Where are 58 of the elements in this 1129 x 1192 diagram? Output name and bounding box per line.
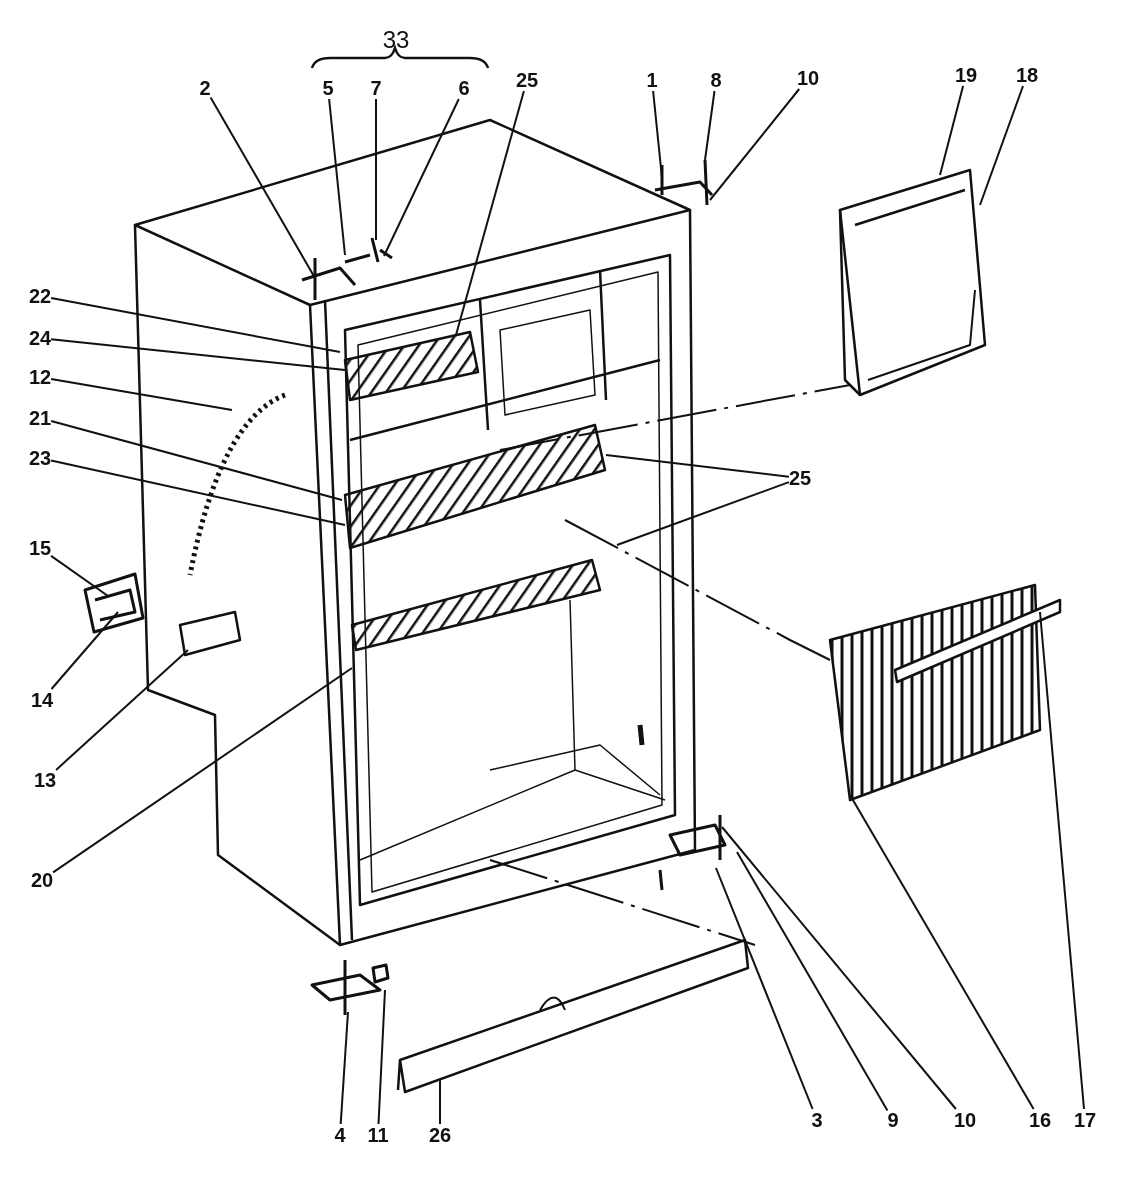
callout-number: 10 bbox=[796, 67, 820, 89]
callout-number: 11 bbox=[367, 1124, 389, 1146]
callout-number: 14 bbox=[30, 689, 54, 711]
leader-line bbox=[704, 90, 716, 161]
callout-number: 13 bbox=[33, 769, 57, 791]
leader-line bbox=[50, 420, 343, 501]
leader-line bbox=[652, 90, 663, 179]
leader-line bbox=[50, 611, 119, 690]
callout-number: 20 bbox=[30, 869, 54, 891]
leader-line bbox=[736, 851, 889, 1112]
callout-number: 33 bbox=[382, 29, 410, 51]
leader-line bbox=[50, 297, 341, 353]
leader-line bbox=[209, 96, 316, 279]
leader-line bbox=[50, 554, 109, 597]
leader-line bbox=[377, 989, 386, 1125]
leader-line bbox=[328, 98, 346, 256]
leader-line bbox=[721, 826, 957, 1110]
callout-number: 3 bbox=[811, 1109, 823, 1131]
leader-line bbox=[616, 481, 790, 546]
leader-line bbox=[339, 1011, 349, 1125]
leader-line bbox=[605, 454, 790, 478]
callout-number: 23 bbox=[28, 447, 52, 469]
callout-number: 10 bbox=[953, 1109, 977, 1131]
callout-number: 9 bbox=[887, 1109, 899, 1131]
callout-number: 25 bbox=[788, 467, 812, 489]
leader-line bbox=[455, 90, 525, 336]
callout-number: 1 bbox=[646, 69, 658, 91]
callout-number: 8 bbox=[710, 69, 722, 91]
leader-line bbox=[52, 667, 353, 874]
leader-line bbox=[939, 85, 965, 176]
callout-number: 5 bbox=[322, 77, 334, 99]
leader-line bbox=[979, 85, 1024, 206]
callout-number: 7 bbox=[370, 77, 382, 99]
callout-number: 24 bbox=[28, 327, 52, 349]
callout-number: 22 bbox=[28, 285, 52, 307]
callout-number: 4 bbox=[334, 1124, 346, 1146]
leader-line bbox=[50, 338, 346, 371]
callout-number: 16 bbox=[1028, 1109, 1052, 1131]
leader-line bbox=[1039, 611, 1085, 1110]
leader-line bbox=[715, 867, 814, 1110]
leader-line bbox=[439, 1079, 441, 1125]
leader-line bbox=[55, 649, 189, 771]
leader-line bbox=[50, 459, 346, 526]
leader-line bbox=[375, 98, 377, 241]
callout-number: 15 bbox=[28, 537, 52, 559]
callout-number: 19 bbox=[954, 64, 978, 86]
callout-number: 17 bbox=[1073, 1109, 1097, 1131]
callout-number: 2 bbox=[199, 77, 211, 99]
leader-line bbox=[849, 794, 1035, 1110]
callout-number: 18 bbox=[1015, 64, 1039, 86]
callout-number: 6 bbox=[458, 77, 470, 99]
leader-line bbox=[383, 98, 460, 257]
leader-line bbox=[50, 377, 233, 411]
callout-number: 21 bbox=[28, 407, 52, 429]
leader-line bbox=[709, 88, 801, 201]
callout-number: 25 bbox=[515, 69, 539, 91]
callout-number: 26 bbox=[428, 1124, 452, 1146]
callout-number: 12 bbox=[28, 366, 52, 388]
